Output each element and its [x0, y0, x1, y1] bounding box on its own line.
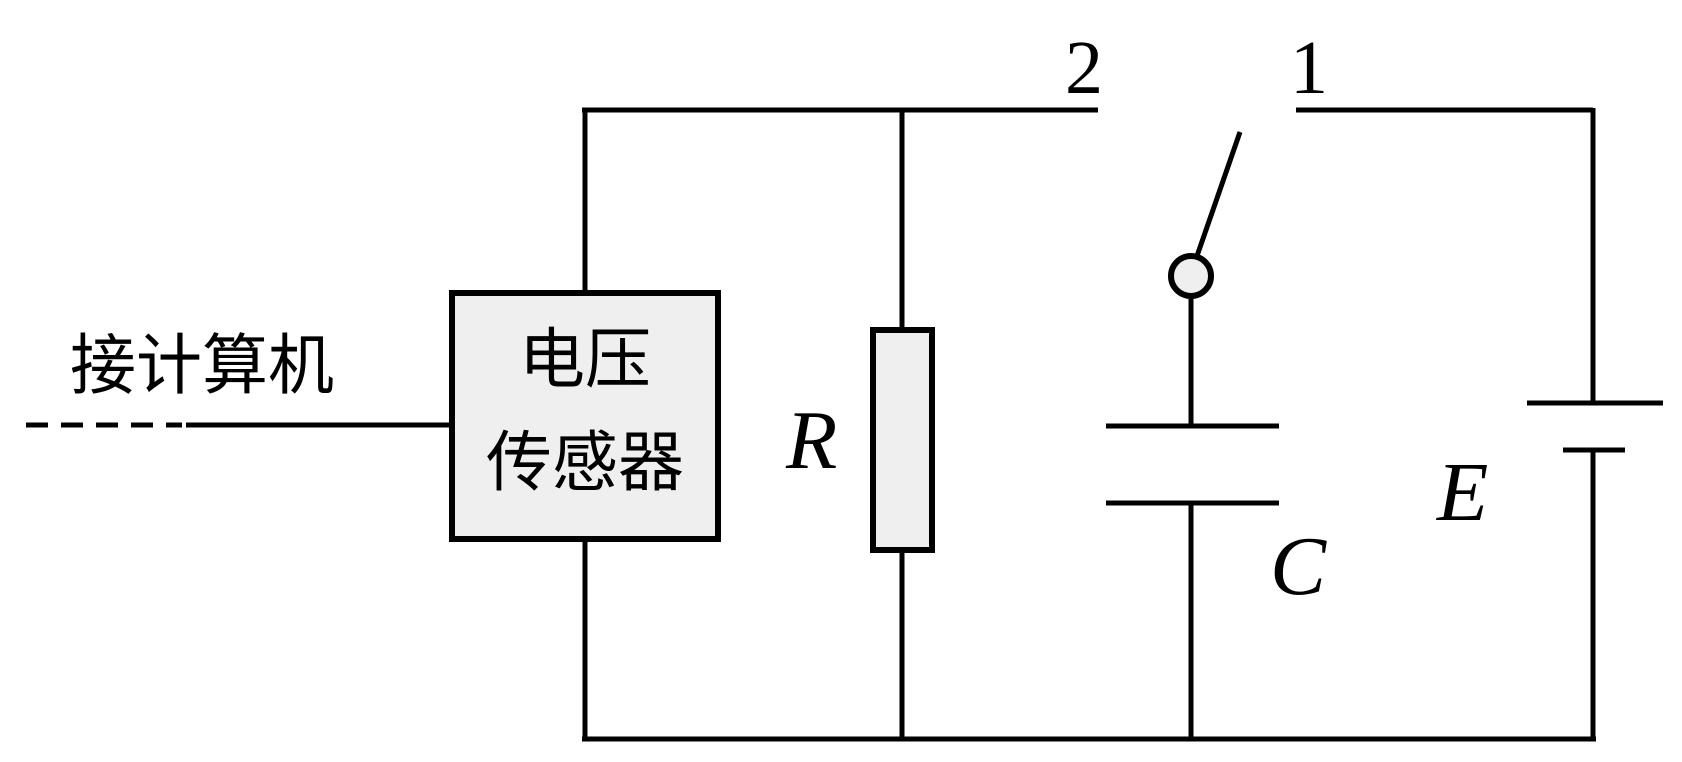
resistor [870, 327, 935, 553]
sensor-label-line2: 传感器 [486, 424, 684, 501]
computer-label: 接计算机 [70, 327, 334, 404]
capacitor-label: C [1270, 520, 1327, 613]
battery-label: E [1436, 446, 1488, 539]
resistor-label: R [785, 394, 837, 487]
switch-pivot [1168, 253, 1214, 299]
terminal-2-label: 2 [1065, 26, 1103, 110]
terminal-1-label: 1 [1290, 26, 1328, 110]
switch-blade [1194, 131, 1243, 257]
sensor-label-line1: 电压 [519, 321, 651, 398]
